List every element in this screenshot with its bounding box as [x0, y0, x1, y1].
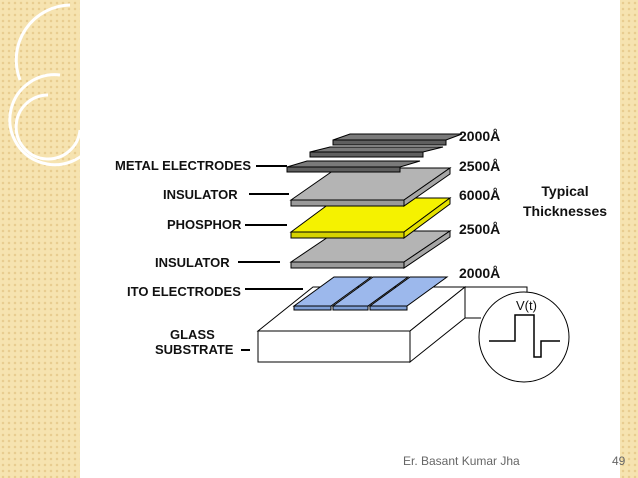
label-ito-electrodes: ITO ELECTRODES: [127, 284, 241, 299]
thickness-metal: 2500Å: [459, 158, 501, 174]
voltage-waveform: [478, 291, 570, 383]
label-glass: GLASS: [170, 327, 215, 342]
thickness-metal-top: 2000Å: [459, 128, 501, 144]
waveform-label: V(t): [516, 298, 537, 313]
label-insulator-bottom: INSULATOR: [155, 255, 230, 270]
label-substrate: SUBSTRATE: [155, 342, 234, 357]
thickness-insulator: 6000Å: [459, 187, 501, 203]
metal-strip-3: [332, 133, 463, 141]
insulator-upper-layer: [289, 167, 452, 207]
decorative-right-edge: [620, 0, 638, 478]
label-metal-electrodes: METAL ELECTRODES: [115, 158, 252, 173]
thickness-ito: 2000Å: [459, 265, 501, 281]
decorative-arcs: [8, 3, 97, 167]
insulator-lower-layer: [289, 230, 452, 269]
ito-electrodes: [292, 276, 449, 311]
label-phosphor: PHOSPHOR: [167, 217, 242, 232]
leader-lines: [238, 165, 303, 351]
typical-line2: Thicknesses: [522, 203, 608, 219]
decorative-left-panel: [0, 0, 80, 478]
typical-line1: Typical: [541, 183, 589, 199]
footer-author: Er. Basant Kumar Jha: [403, 454, 520, 468]
page-number: 49: [612, 454, 626, 468]
metal-strip-1: [286, 160, 421, 168]
typical-thicknesses-caption: Typical Thicknesses: [505, 181, 625, 221]
label-insulator-top: INSULATOR: [163, 187, 238, 202]
thickness-phosphor: 2500Å: [459, 221, 501, 237]
metal-electrodes: [286, 133, 463, 173]
metal-strip-2: [309, 146, 444, 153]
